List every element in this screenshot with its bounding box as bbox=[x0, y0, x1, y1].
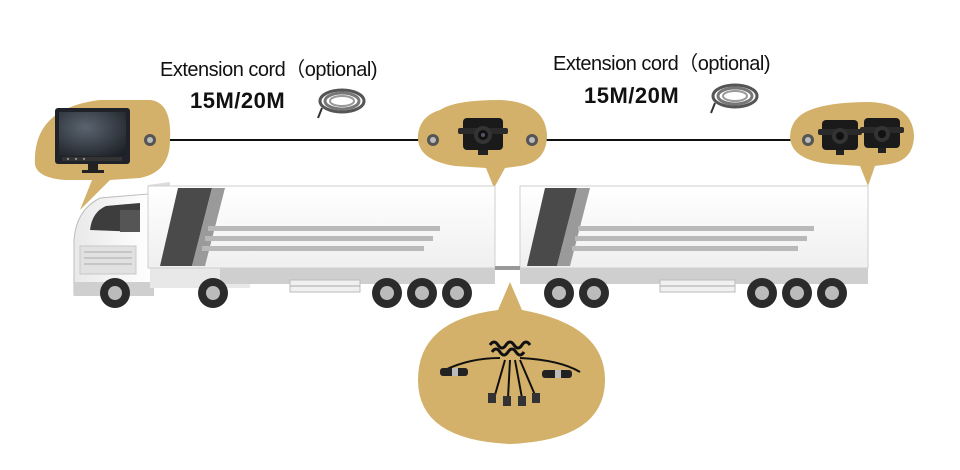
trailer-1 bbox=[147, 185, 496, 293]
wheel bbox=[100, 278, 130, 308]
extension-cord-label: Extension cord（optional) bbox=[553, 53, 771, 75]
trailer-2 bbox=[495, 185, 869, 293]
connector-icon bbox=[802, 134, 814, 146]
backup-camera-icon bbox=[860, 118, 904, 153]
cord-length-label: 15M/20M bbox=[190, 88, 286, 113]
connector-icon bbox=[427, 134, 538, 146]
wheel bbox=[544, 278, 574, 308]
connector-icon bbox=[144, 134, 156, 146]
wheel bbox=[817, 278, 847, 308]
cord-length-label: 15M/20M bbox=[584, 83, 680, 108]
wheel bbox=[782, 278, 812, 308]
wheel bbox=[747, 278, 777, 308]
wheel bbox=[372, 278, 402, 308]
wheels bbox=[100, 278, 847, 308]
backup-camera-icon bbox=[818, 120, 862, 155]
wheel bbox=[198, 278, 228, 308]
backup-camera-icon bbox=[458, 118, 508, 155]
spiral-harness-icon bbox=[440, 340, 581, 406]
cable-coil-icon bbox=[710, 83, 759, 114]
wheel bbox=[442, 278, 472, 308]
monitor-icon bbox=[55, 108, 130, 173]
extension-cord-label: Extension cord（optional) bbox=[160, 59, 378, 81]
harness-bubble bbox=[418, 282, 605, 444]
wheel bbox=[407, 278, 437, 308]
wheel bbox=[579, 278, 609, 308]
cable-coil-icon bbox=[317, 88, 366, 119]
